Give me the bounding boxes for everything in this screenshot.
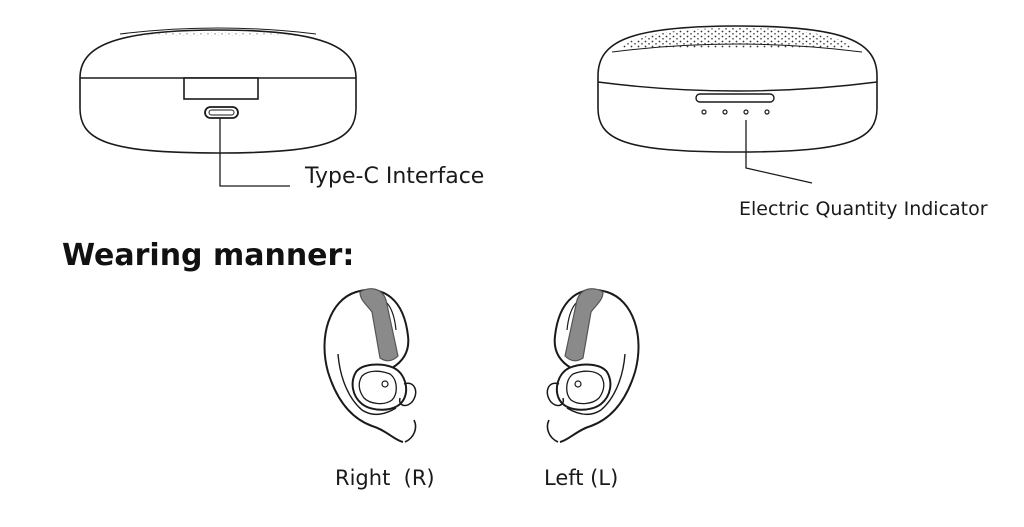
wearing-manner-heading: Wearing manner: xyxy=(62,238,355,273)
indicator-led-3 xyxy=(743,109,749,115)
right-ear-caption: Right (R) xyxy=(335,466,435,490)
indicator-led-4 xyxy=(764,109,770,115)
electric-quantity-indicator-label: Electric Quantity Indicator xyxy=(739,198,988,220)
type-c-port xyxy=(204,106,239,119)
right-ear-illustration xyxy=(323,288,417,443)
charging-case-front xyxy=(597,25,878,184)
type-c-leader-line xyxy=(219,118,290,187)
indicator-leader-line xyxy=(745,120,813,184)
charging-case-back xyxy=(79,27,357,187)
type-c-interface-label: Type-C Interface xyxy=(305,164,485,189)
left-ear-caption: Left (L) xyxy=(544,466,619,490)
indicator-window xyxy=(695,93,775,103)
indicator-led-1 xyxy=(701,109,707,115)
indicator-led-2 xyxy=(722,109,728,115)
left-ear-illustration xyxy=(546,288,640,443)
